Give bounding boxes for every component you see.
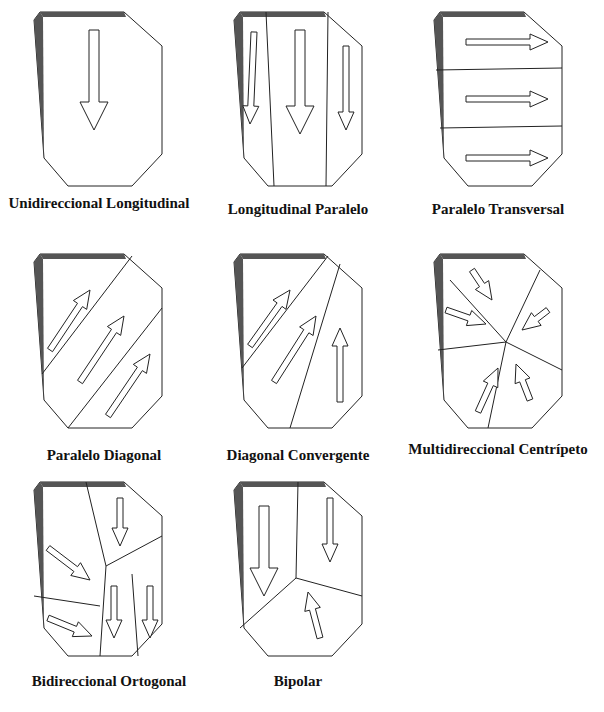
- scar-ridge: [100, 566, 106, 656]
- cortex-band: [40, 254, 126, 259]
- core-outline: [434, 254, 562, 428]
- scar-ridge: [242, 256, 328, 368]
- caption-text: Longitudinal Paralelo: [198, 200, 398, 218]
- scar-ridge: [438, 342, 506, 350]
- cortex-band: [34, 254, 44, 400]
- caption-label: Bipolar: [203, 672, 393, 690]
- scar-ridge: [266, 12, 274, 186]
- core-outline: [34, 482, 162, 656]
- caption-label: Diagonal Convergente: [198, 446, 398, 464]
- core-figure: [234, 482, 362, 656]
- cortex-band: [440, 254, 526, 259]
- scar-ridge: [296, 578, 362, 596]
- flake-arrow: [106, 354, 151, 418]
- flake-arrow: [515, 364, 533, 401]
- core-outline: [234, 254, 362, 428]
- cortex-band: [40, 12, 126, 17]
- flake-arrow: [46, 546, 90, 580]
- flake-arrow: [272, 316, 317, 384]
- core-outline: [34, 12, 162, 186]
- flake-arrow: [332, 328, 348, 402]
- cortex-band: [240, 482, 326, 487]
- flake-arrow: [470, 268, 493, 300]
- flake-arrow: [80, 30, 108, 130]
- flake-arrow: [248, 290, 290, 348]
- caption-text: Bidireccional Ortogonal: [4, 672, 214, 690]
- cortex-band: [434, 12, 444, 158]
- core-figure: [34, 12, 162, 186]
- scar-ridge: [506, 342, 562, 370]
- caption-text: Paralelo Transversal: [398, 200, 598, 218]
- scar-ridge: [106, 536, 162, 566]
- caption-label: Paralelo Diagonal: [4, 446, 204, 464]
- core-outline: [34, 254, 162, 428]
- core-figure: [434, 12, 562, 186]
- core-figure: [434, 254, 562, 428]
- scar-ridge: [68, 308, 162, 428]
- scar-ridge: [436, 68, 562, 70]
- caption-label: Bidireccional Ortogonal: [4, 672, 214, 690]
- flake-arrow: [322, 498, 338, 562]
- caption-label: Unidireccional Longitudinal: [4, 194, 194, 212]
- caption-text: Diagonal Convergente: [198, 446, 398, 464]
- caption-label: Multidireccional Centrípeto: [403, 440, 593, 458]
- core-outline: [234, 482, 362, 656]
- flake-arrow: [466, 150, 548, 166]
- scar-ridge: [326, 12, 328, 186]
- scar-ridge: [132, 574, 138, 656]
- caption-text: Multidireccional Centrípeto: [403, 440, 593, 458]
- core-figure: [234, 254, 362, 428]
- scar-ridge: [440, 126, 562, 128]
- cortex-band: [234, 12, 244, 158]
- flake-arrow: [338, 46, 354, 130]
- cortex-band: [40, 482, 126, 487]
- core-figure: [234, 12, 362, 186]
- flake-arrow: [445, 307, 486, 325]
- flake-arrow: [522, 308, 550, 330]
- scar-ridge: [34, 596, 100, 606]
- scar-ridge: [42, 256, 132, 374]
- cortex-band: [240, 254, 326, 259]
- core-outline: [434, 12, 562, 186]
- flake-arrow: [142, 586, 158, 638]
- core-figure: [34, 254, 162, 428]
- cortex-band: [234, 482, 244, 628]
- flake-arrow: [286, 30, 314, 134]
- flake-arrow: [106, 586, 122, 638]
- flake-arrow: [48, 290, 91, 352]
- cortex-band: [34, 12, 44, 158]
- flake-arrow: [112, 498, 128, 546]
- flake-arrow: [466, 91, 548, 107]
- flake-arrow: [305, 592, 323, 639]
- caption-label: Longitudinal Paralelo: [198, 200, 398, 218]
- cortex-band: [240, 12, 326, 17]
- cortex-band: [434, 254, 444, 400]
- flake-arrow: [78, 316, 125, 384]
- cortex-band: [440, 12, 526, 17]
- flake-arrow: [250, 506, 278, 596]
- core-outline: [234, 12, 362, 186]
- cortex-band: [34, 482, 44, 628]
- scar-ridge: [506, 270, 540, 342]
- caption-text: Paralelo Diagonal: [4, 446, 204, 464]
- core-figure: [34, 482, 162, 656]
- flake-arrow: [475, 368, 498, 413]
- caption-text: Unidireccional Longitudinal: [4, 194, 194, 212]
- flake-arrow: [47, 615, 92, 636]
- scar-ridge: [86, 482, 106, 566]
- scar-ridge: [296, 482, 298, 578]
- caption-label: Paralelo Transversal: [398, 200, 598, 218]
- flake-arrow: [243, 32, 259, 124]
- cortex-band: [234, 254, 244, 400]
- caption-text: Bipolar: [203, 672, 393, 690]
- flake-arrow: [466, 34, 548, 50]
